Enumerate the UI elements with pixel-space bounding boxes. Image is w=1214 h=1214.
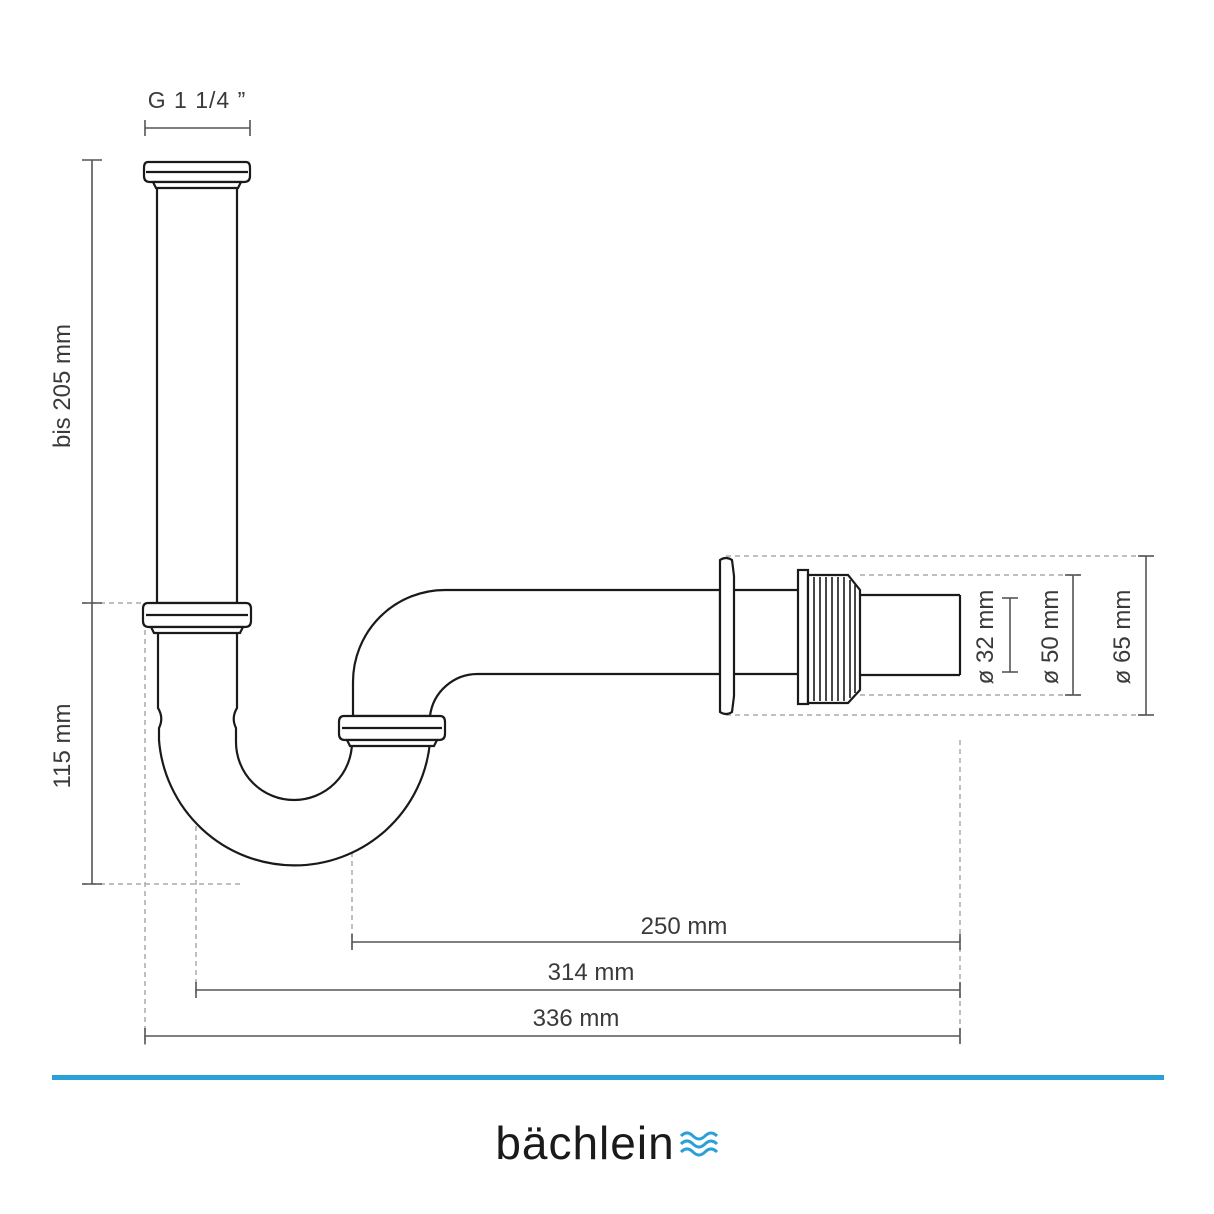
diameter-32-label: ø 32 mm (972, 590, 999, 685)
trap-nut (337, 714, 447, 748)
top-nut (142, 160, 252, 190)
outlet-elbow (351, 588, 722, 718)
outlet-tube (860, 593, 962, 677)
length-314-label: 314 mm (548, 959, 635, 986)
thread-size-label: G 1 1/4 ” (148, 87, 246, 113)
brand-name: bächlein (495, 1117, 675, 1169)
dimension-lines (82, 120, 1154, 1044)
waves-icon (679, 1131, 718, 1157)
diameter-50-label: ø 50 mm (1037, 590, 1064, 685)
siphon-body (141, 160, 962, 867)
height-upper-label: bis 205 mm (49, 324, 76, 448)
inlet-tube (155, 183, 239, 605)
middle-nut (141, 601, 253, 635)
threaded-connector (796, 568, 862, 706)
height-lower-label: 115 mm (49, 704, 76, 789)
diameter-65-label: ø 65 mm (1109, 590, 1136, 685)
length-336-label: 336 mm (533, 1005, 620, 1032)
length-250-label: 250 mm (641, 913, 728, 940)
wall-rosette (718, 556, 800, 716)
trap-bend (156, 626, 432, 867)
brand-logo: bächlein (0, 1116, 1214, 1170)
brand-divider (52, 1075, 1164, 1080)
dimension-labels: G 1 1/4 ” bis 205 mm 115 mm ø 32 mm ø 50… (49, 87, 1136, 1032)
